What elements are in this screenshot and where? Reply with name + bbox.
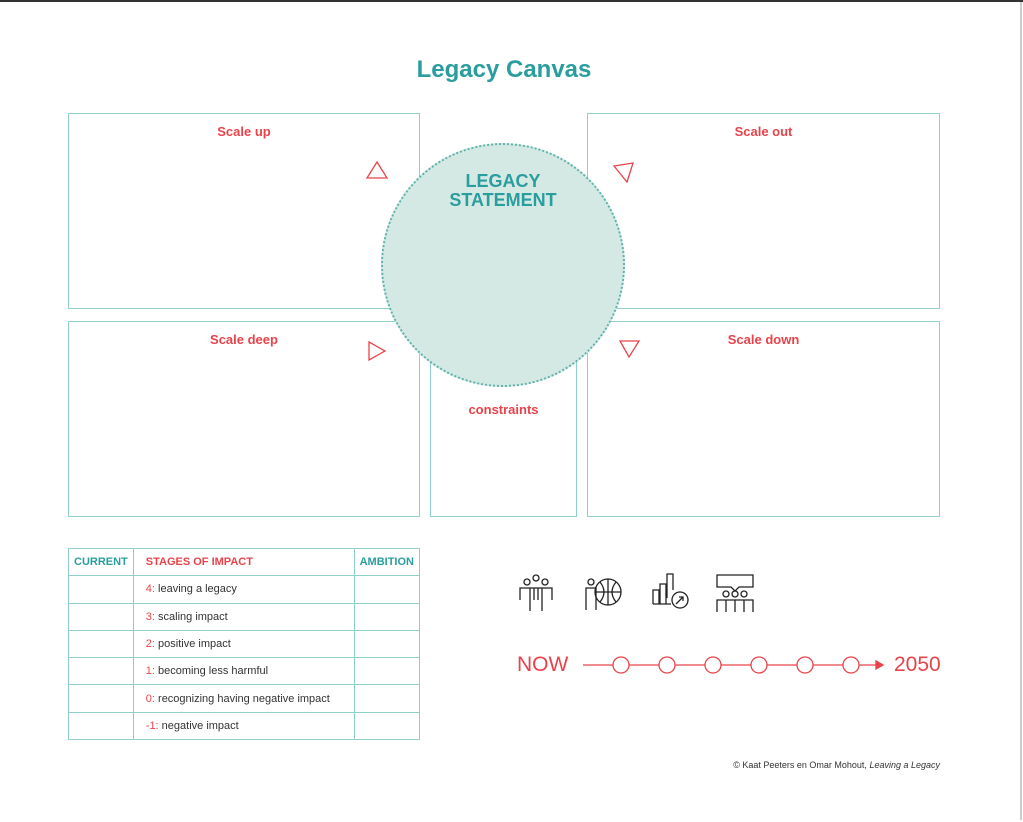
page-title: Legacy Canvas — [416, 56, 592, 83]
milestone-circle — [704, 656, 722, 674]
current-cell[interactable] — [68, 657, 134, 686]
ambition-cell[interactable] — [353, 711, 421, 741]
header-current: CURRENT — [68, 547, 134, 577]
header-stages: STAGES OF IMPACT — [132, 547, 355, 577]
scale-down-label: Scale down — [727, 332, 800, 347]
chart-growth-icon — [652, 573, 689, 609]
credit-authors: © Kaat Peeters en Omar Mohout, — [733, 760, 870, 770]
current-cell[interactable] — [68, 575, 134, 604]
people-group-icon — [519, 574, 553, 611]
timeline — [583, 656, 885, 674]
triangle-right-icon — [368, 340, 387, 362]
current-cell[interactable] — [68, 684, 134, 713]
table-row: 3: scaling impact — [68, 602, 421, 631]
stage-text: recognizing having negative impact — [154, 692, 330, 705]
scale-up-box[interactable]: Scale up — [68, 113, 420, 309]
milestone-circle — [842, 656, 860, 674]
stage-number: -1: — [145, 719, 159, 732]
scale-deep-label: Scale deep — [210, 332, 278, 347]
stage-text: becoming less harmful — [154, 665, 269, 678]
table-row: 1: becoming less harmful — [68, 657, 421, 686]
page-edge — [1020, 2, 1022, 820]
table-header: CURRENT STAGES OF IMPACT AMBITION — [68, 547, 421, 577]
stage-text: scaling impact — [154, 610, 228, 623]
credit-book: Leaving a Legacy — [869, 760, 940, 770]
stage-number: 4: — [145, 583, 155, 596]
triangle-down-icon — [618, 340, 641, 359]
milestone-circle — [796, 656, 814, 674]
scale-deep-box[interactable]: Scale deep — [68, 321, 420, 517]
timeline-start: NOW — [517, 653, 569, 676]
scale-down-box[interactable]: Scale down — [587, 321, 940, 517]
milestone-circle — [750, 656, 768, 674]
table-row: 4: leaving a legacy — [68, 575, 421, 604]
stage-text: leaving a legacy — [154, 583, 237, 596]
timeline-end: 2050 — [894, 653, 941, 676]
stage-number: 1: — [145, 665, 155, 678]
milestone-circle — [612, 656, 630, 674]
stages-of-impact-table: CURRENT STAGES OF IMPACT AMBITION 4: lea… — [68, 547, 421, 741]
current-cell[interactable] — [68, 629, 134, 659]
triangle-up-icon — [365, 160, 389, 179]
stage-number: 3: — [145, 610, 155, 623]
scale-out-label: Scale out — [734, 124, 793, 139]
ambition-cell[interactable] — [353, 657, 421, 686]
scale-up-label: Scale up — [217, 124, 271, 139]
stage-text: negative impact — [158, 719, 239, 732]
person-globe-icon — [585, 578, 622, 610]
ambition-cell[interactable] — [353, 629, 421, 659]
copyright: © Kaat Peeters en Omar Mohout, Leaving a… — [733, 760, 940, 770]
ambition-cell[interactable] — [353, 575, 421, 604]
table-row: -1: negative impact — [68, 711, 421, 741]
header-ambition: AMBITION — [353, 547, 421, 577]
table-row: 2: positive impact — [68, 629, 421, 659]
scale-out-box[interactable]: Scale out — [587, 113, 940, 309]
constraints-label: constraints — [468, 402, 539, 417]
current-cell[interactable] — [68, 602, 134, 631]
stage-number: 0: — [145, 692, 155, 705]
milestone-circle — [658, 656, 676, 674]
ambition-cell[interactable] — [353, 684, 421, 713]
audience-discussion-icon — [716, 574, 754, 612]
ambition-cell[interactable] — [353, 602, 421, 631]
stage-text: positive impact — [154, 638, 231, 651]
statement-line2: STATEMENT — [449, 190, 557, 210]
current-cell[interactable] — [68, 711, 134, 741]
statement-line1: LEGACY — [465, 171, 541, 191]
legacy-statement-circle[interactable] — [381, 143, 625, 387]
table-row: 0: recognizing having negative impact — [68, 684, 421, 713]
triangle-left-icon — [612, 162, 634, 184]
stage-number: 2: — [145, 638, 155, 651]
